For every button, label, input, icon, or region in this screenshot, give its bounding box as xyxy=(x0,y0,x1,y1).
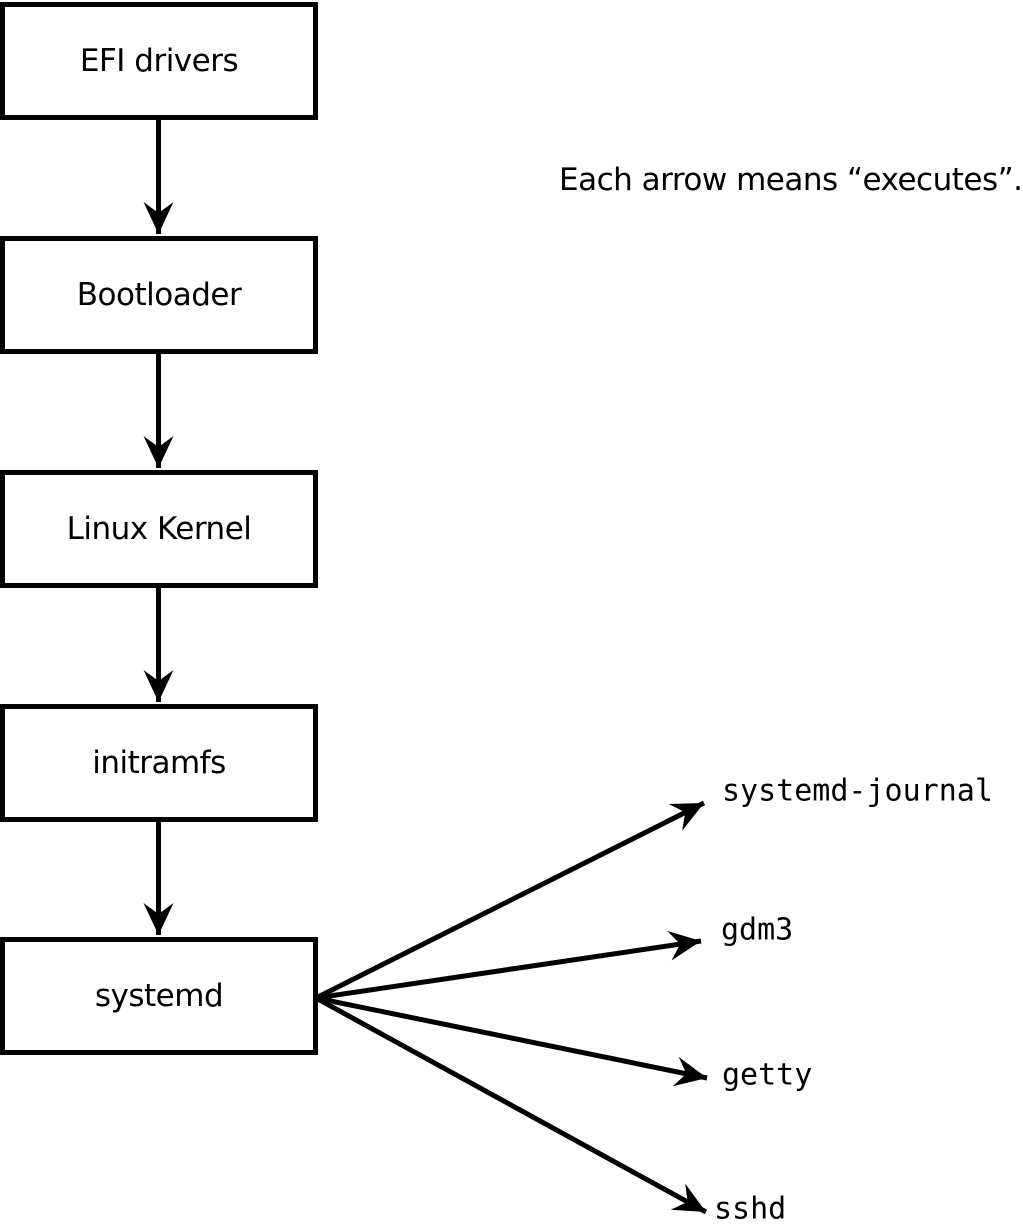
node-systemd-label: systemd xyxy=(94,978,224,1014)
node-efi-drivers: EFI drivers xyxy=(0,2,318,120)
process-label-systemd-journal: systemd-journal xyxy=(722,773,993,809)
arrow-systemd-to-gdm3 xyxy=(315,930,702,1001)
arrow-systemd-to-journal xyxy=(314,800,706,1001)
process-label-sshd: sshd xyxy=(714,1191,787,1227)
process-label-gdm3: gdm3 xyxy=(721,912,794,948)
arrow-systemd-to-getty xyxy=(315,995,708,1087)
node-initramfs-label: initramfs xyxy=(92,745,226,781)
node-linux-kernel: Linux Kernel xyxy=(0,470,318,588)
process-label-getty: getty xyxy=(722,1057,813,1093)
node-efi-drivers-label: EFI drivers xyxy=(79,43,239,79)
node-bootloader: Bootloader xyxy=(0,236,318,354)
arrow-systemd-to-sshd xyxy=(314,995,708,1215)
arrow-meaning-annotation: Each arrow means “executes”. xyxy=(559,162,1023,198)
node-initramfs: initramfs xyxy=(0,704,318,822)
node-linux-kernel-label: Linux Kernel xyxy=(66,511,252,547)
node-bootloader-label: Bootloader xyxy=(76,277,242,313)
node-systemd: systemd xyxy=(0,937,318,1055)
